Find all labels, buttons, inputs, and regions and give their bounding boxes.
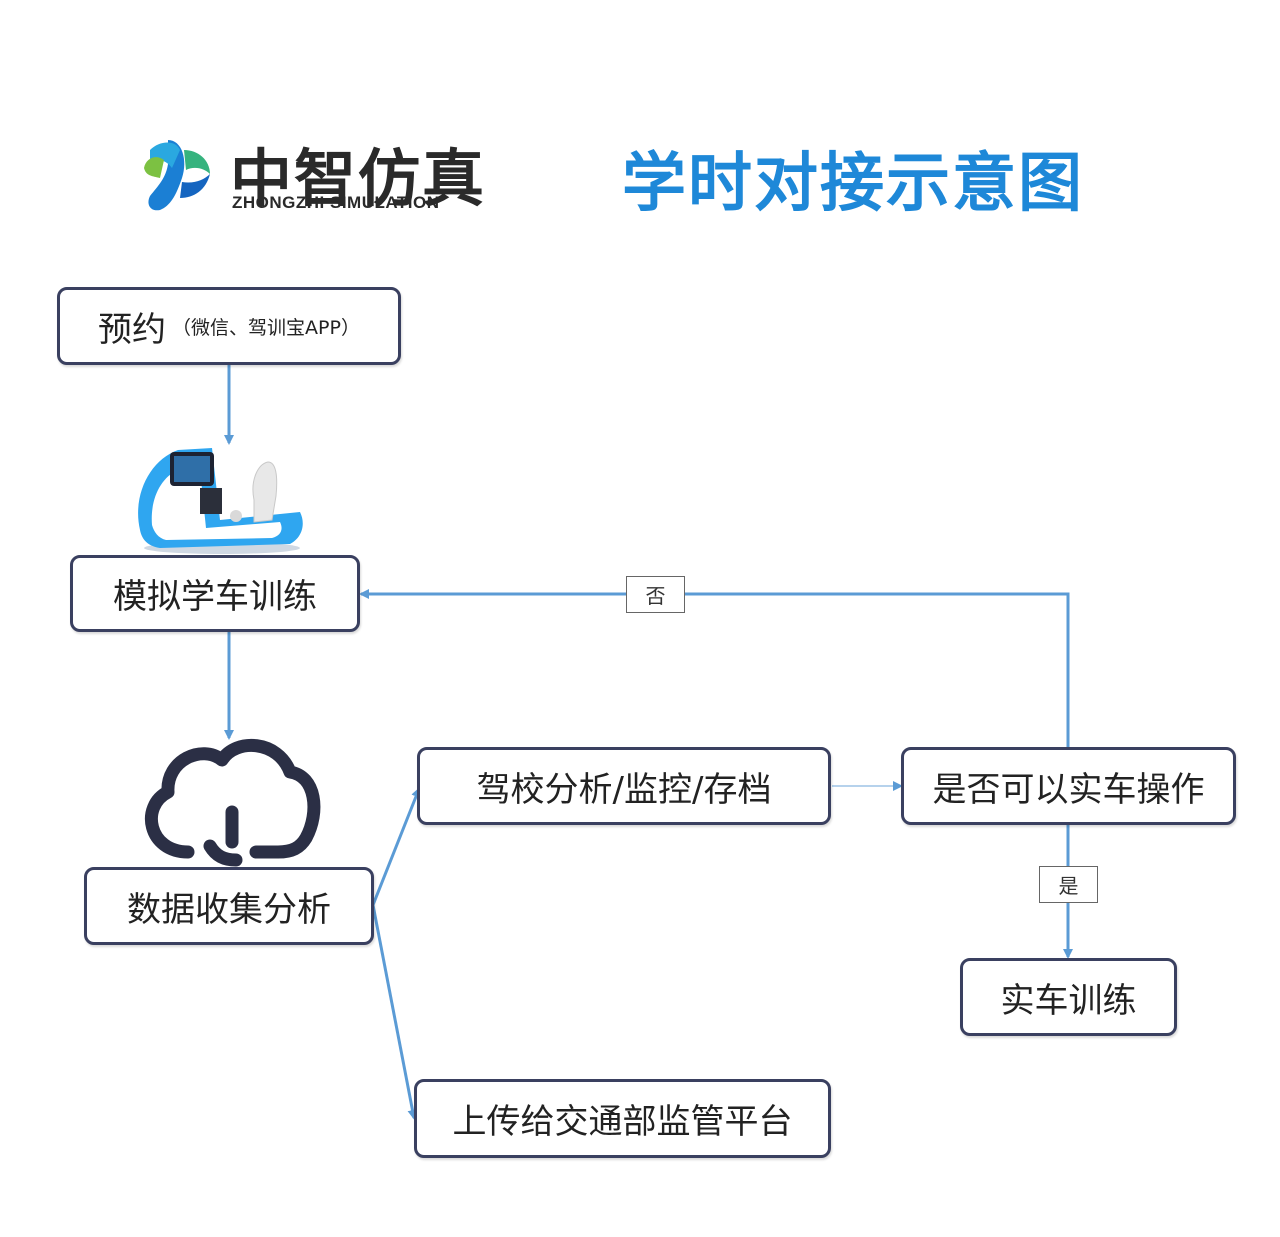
simulator-training-text: 模拟学车训练 [113, 577, 317, 617]
decision-text: 是否可以实车操作 [932, 769, 1205, 810]
arrow-decision-no-back [359, 589, 1070, 748]
logo-chinese-name: 中智仿真 [230, 142, 487, 215]
edge-label-no: 否 [626, 576, 685, 613]
arrow-data-to-school [371, 787, 421, 906]
driving-simulator-icon [138, 448, 303, 554]
data-collection-text: 数据收集分析 [127, 889, 331, 930]
upload-platform-text: 上传给交通部监管平台 [452, 1102, 793, 1142]
booking-sub-text: （微信、驾训宝APP） [172, 316, 360, 339]
decision-node: 是否可以实车操作 [901, 747, 1236, 825]
booking-main-text: 预约 [98, 309, 167, 350]
cloud-data-icon [145, 738, 321, 867]
real-car-training-node: 实车训练 [960, 958, 1177, 1036]
real-car-training-text: 实车训练 [1000, 980, 1137, 1021]
arrow-data-to-platform [371, 904, 418, 1120]
school-analysis-text: 驾校分析/监控/存档 [476, 769, 772, 810]
simulator-training-node: 模拟学车训练 [70, 555, 360, 632]
school-analysis-node: 驾校分析/监控/存档 [417, 747, 831, 825]
page-title: 学时对接示意图 [622, 147, 1084, 221]
logo-mark-icon [144, 140, 210, 211]
data-collection-node: 数据收集分析 [84, 867, 374, 945]
upload-platform-node: 上传给交通部监管平台 [414, 1079, 831, 1158]
booking-node: 预约 （微信、驾训宝APP） [57, 287, 401, 365]
edge-label-yes: 是 [1039, 866, 1098, 903]
logo-english-name: ZHONGZHI SIMULATION [232, 193, 440, 212]
